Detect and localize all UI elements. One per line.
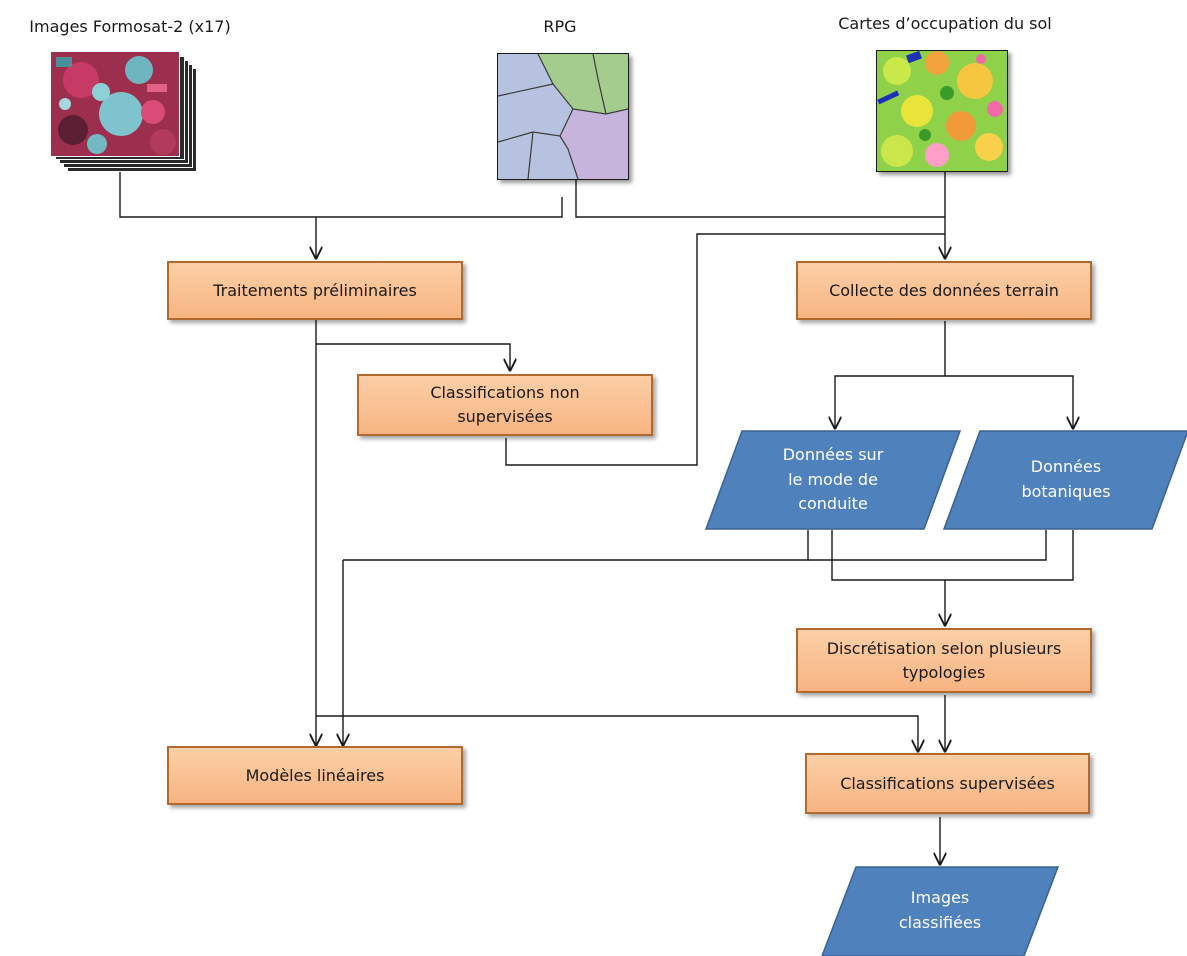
arrow-to-management xyxy=(835,375,945,428)
rpg-label: RPG xyxy=(543,17,577,36)
linear-models-box: Modèles linéaires xyxy=(167,746,463,805)
botanical-data-label: Données botaniques xyxy=(1021,457,1111,501)
management-data-node: Données sur le mode de conduite xyxy=(704,430,962,530)
connector-botanical-to-linear xyxy=(808,530,1047,561)
landcover-map xyxy=(876,50,1008,172)
formosat-label: Images Formosat-2 (x17) xyxy=(29,17,231,36)
connector-data-to-linear xyxy=(343,530,809,561)
classified-images-node: Images classifiées xyxy=(820,866,1060,956)
preliminary-processing-box: Traitements préliminaires xyxy=(167,261,463,320)
management-data-label: Données sur le mode de conduite xyxy=(782,444,884,514)
connector-formosat-to-preliminary xyxy=(119,167,563,218)
arrow-to-unsupervised xyxy=(316,343,510,370)
botanical-data-node: Données botaniques xyxy=(942,430,1187,530)
supervised-classification-box: Classifications supervisées xyxy=(805,753,1090,814)
landcover-label: Cartes d’occupation du sol xyxy=(838,14,1052,33)
formosat-satellite-image xyxy=(50,51,180,157)
field-data-collection-box: Collecte des données terrain xyxy=(796,261,1092,320)
connector-rpg-to-field xyxy=(575,180,945,218)
connector-unsupervised-to-field xyxy=(505,233,945,466)
unsupervised-classification-box: Classifications non supervisées xyxy=(357,374,653,436)
connector-data-to-discretisation xyxy=(831,530,1074,581)
discretisation-box: Discrétisation selon plusieurs typologie… xyxy=(796,628,1092,693)
classified-images-label: Images classifiées xyxy=(898,888,982,932)
rpg-parcel-map xyxy=(497,53,629,180)
arrow-to-botanical xyxy=(945,375,1073,428)
arrow-preliminary-to-supervised xyxy=(316,715,918,751)
